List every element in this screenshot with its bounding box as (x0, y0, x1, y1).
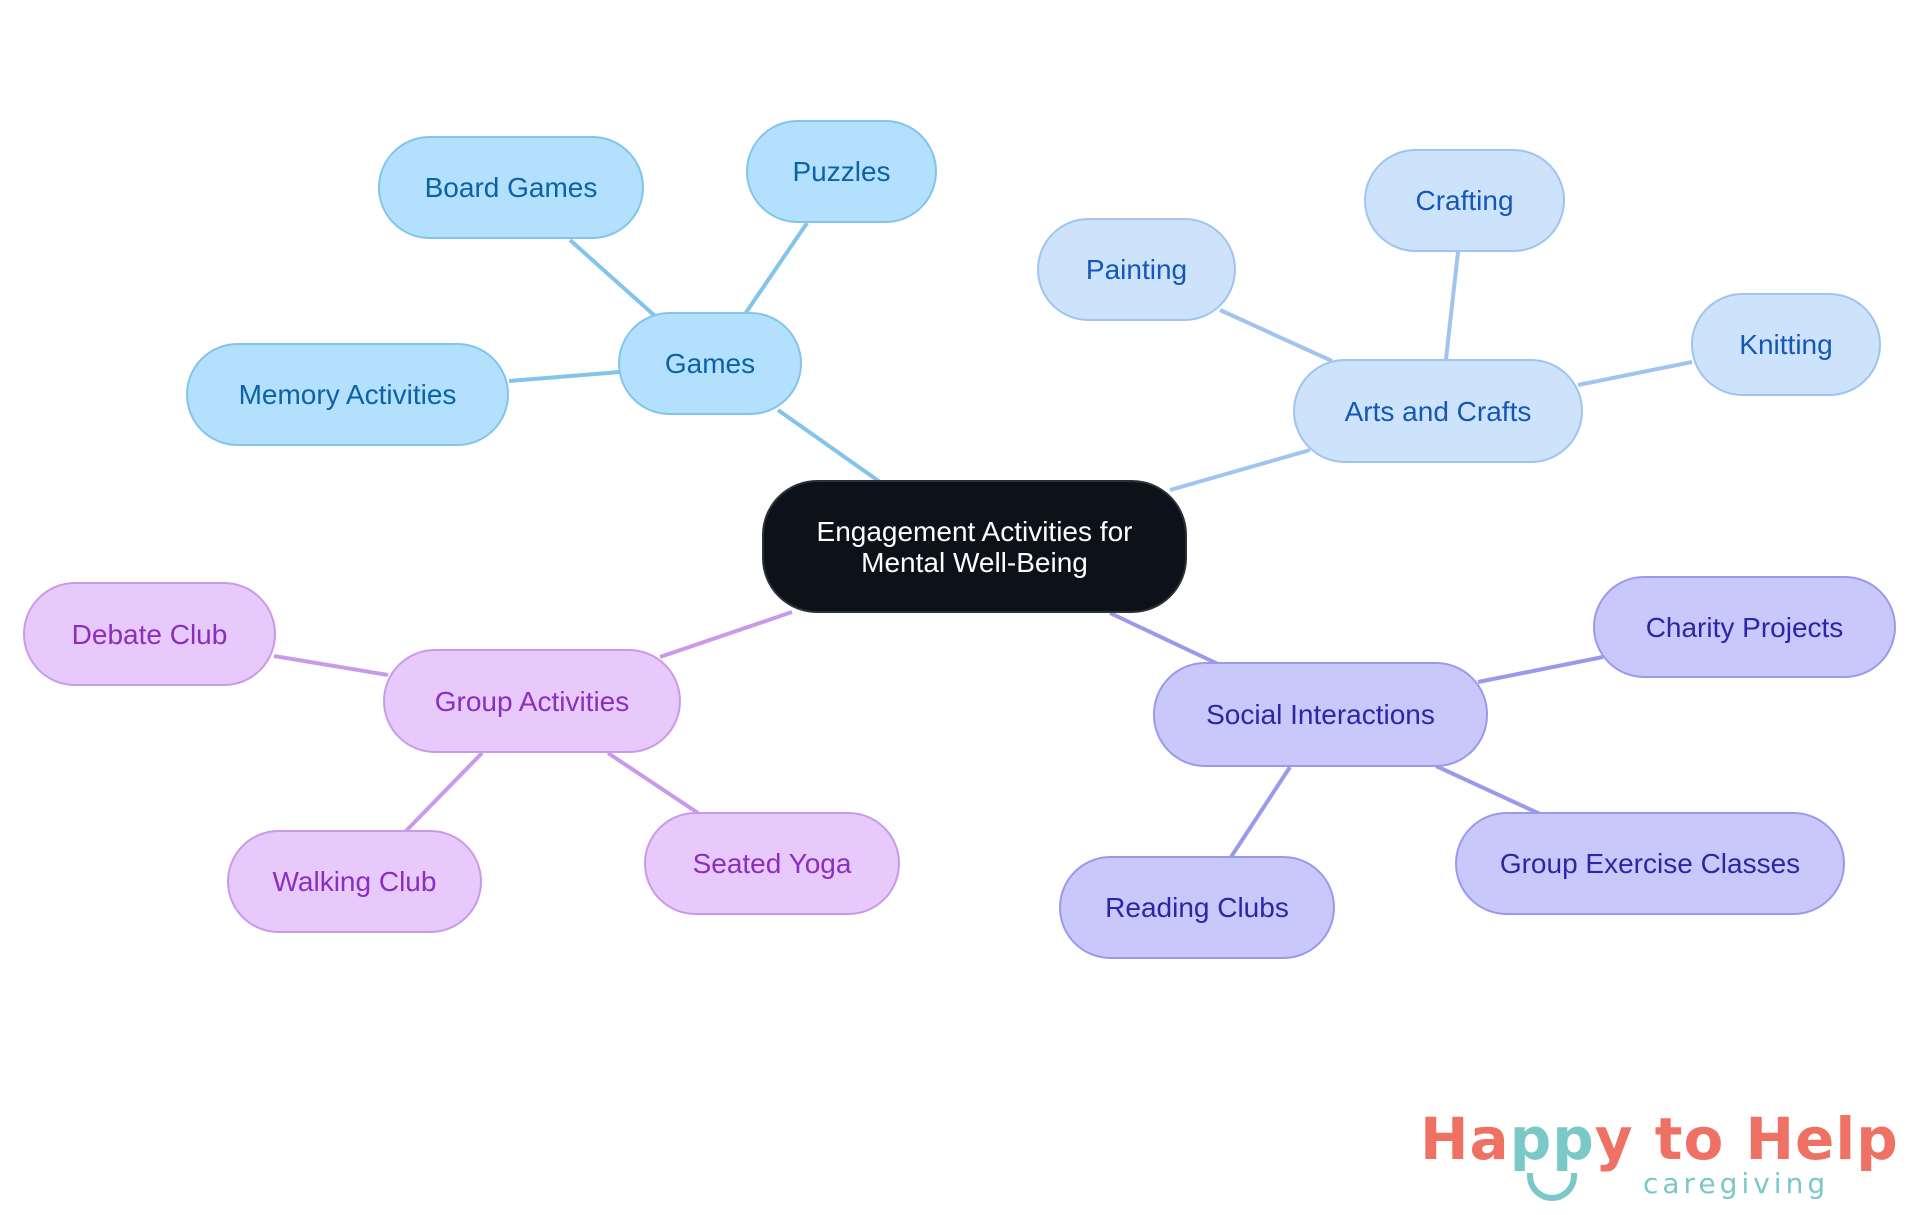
root-node[interactable]: Engagement Activities for Mental Well-Be… (762, 480, 1187, 613)
leaf-label: Board Games (424, 172, 598, 203)
leaf-node-charity-projects[interactable]: Charity Projects (1593, 576, 1896, 678)
logo-subtitle: caregiving (1643, 1167, 1830, 1200)
root-label: Engagement Activities for Mental Well-Be… (816, 515, 1133, 578)
leaf-node-memory-activities[interactable]: Memory Activities (186, 343, 509, 446)
branch-label: Social Interactions (1206, 699, 1435, 730)
leaf-node-crafting[interactable]: Crafting (1364, 149, 1565, 252)
leaf-node-seated-yoga[interactable]: Seated Yoga (644, 812, 900, 915)
leaf-label: Puzzles (792, 156, 891, 187)
leaf-label: Crafting (1415, 185, 1514, 216)
leaf-node-puzzles[interactable]: Puzzles (746, 120, 937, 223)
leaf-node-reading-clubs[interactable]: Reading Clubs (1059, 856, 1335, 959)
branch-node-games[interactable]: Games (618, 312, 802, 415)
leaf-label: Knitting (1739, 329, 1833, 360)
logo-wordmark: Happy to Help (1420, 1105, 1899, 1173)
leaf-node-walking-club[interactable]: Walking Club (227, 830, 482, 933)
leaf-label: Painting (1085, 254, 1188, 285)
leaf-node-knitting[interactable]: Knitting (1691, 293, 1881, 396)
branch-label: Games (664, 348, 756, 379)
branch-node-group-activities[interactable]: Group Activities (383, 649, 681, 753)
branch-node-social-interactions[interactable]: Social Interactions (1153, 662, 1488, 767)
leaf-label: Seated Yoga (692, 848, 852, 879)
branch-label: Arts and Crafts (1344, 395, 1532, 427)
leaf-node-painting[interactable]: Painting (1037, 218, 1236, 321)
logo-text-ha: Ha (1420, 1105, 1510, 1173)
leaf-label: Reading Clubs (1105, 892, 1289, 923)
leaf-label: Group Exercise Classes (1499, 848, 1801, 879)
leaf-node-group-exercise-classes[interactable]: Group Exercise Classes (1455, 812, 1845, 915)
logo-text-rest: y to Help (1594, 1105, 1899, 1173)
branch-node-arts-and-crafts[interactable]: Arts and Crafts (1293, 359, 1583, 463)
leaf-node-board-games[interactable]: Board Games (378, 136, 644, 239)
logo-text-pp: pp (1509, 1105, 1595, 1173)
smile-icon (1527, 1173, 1577, 1201)
leaf-label: Walking Club (272, 866, 437, 897)
branch-label: Group Activities (434, 685, 630, 717)
leaf-label: Charity Projects (1645, 611, 1844, 643)
leaf-node-debate-club[interactable]: Debate Club (23, 582, 276, 686)
leaf-label: Memory Activities (238, 379, 457, 410)
leaf-label: Debate Club (71, 618, 228, 650)
brand-logo: Happy to Help caregiving (1420, 1105, 1898, 1210)
